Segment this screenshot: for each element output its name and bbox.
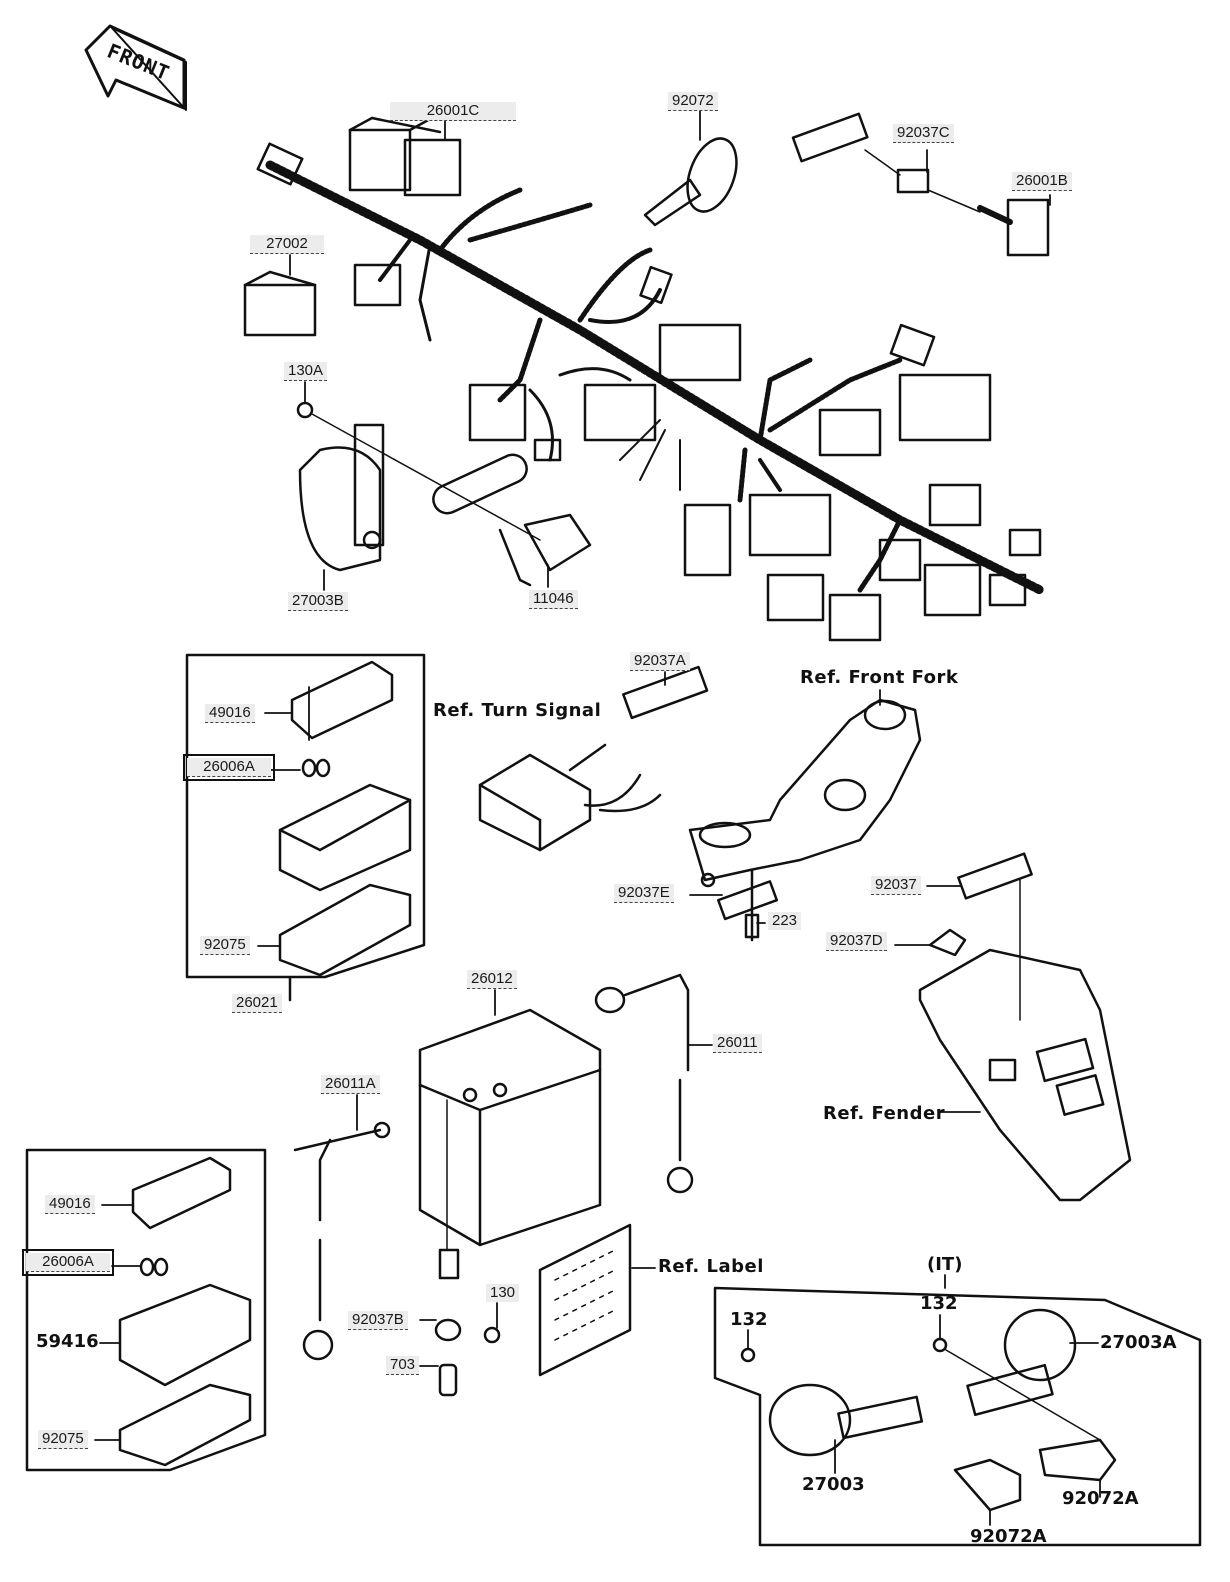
part-label-92037: 92037 — [871, 876, 921, 895]
part-label-27003A: 27003A — [1100, 1332, 1177, 1353]
turn-signal-ref — [478, 665, 709, 852]
part-label-92075-bottom: 92075 — [38, 1430, 88, 1449]
part-label-49016-top: 49016 — [205, 704, 255, 723]
ref-label-fender: Ref. Fender — [823, 1103, 946, 1124]
bracket-11046 — [432, 453, 592, 587]
battery-clamp-hardware — [434, 1248, 501, 1397]
front-direction-indicator: FRONT — [86, 24, 190, 98]
part-label-26012: 26012 — [467, 970, 517, 989]
ref-label-front-fork: Ref. Front Fork — [800, 667, 959, 688]
part-label-27002: 27002 — [250, 235, 324, 254]
relay-27002 — [243, 270, 317, 337]
rear-fender-ref — [918, 852, 1132, 1202]
fuse-box-assembly-26021 — [185, 653, 426, 1002]
ref-label-label: Ref. Label — [658, 1256, 764, 1277]
part-label-26001B: 26001B — [1012, 172, 1072, 191]
part-label-26021: 26021 — [232, 994, 282, 1013]
part-label-92037B: 92037B — [348, 1311, 408, 1330]
part-label-92072: 92072 — [668, 92, 718, 111]
part-label-27003B: 27003B — [288, 592, 348, 611]
main-harness-26001C — [256, 116, 1045, 642]
cable-26011 — [594, 973, 694, 1194]
part-label-49016-bottom: 49016 — [45, 1195, 95, 1214]
part-label-92037A: 92037A — [630, 652, 690, 671]
horn-assembly-IT — [713, 1286, 1202, 1547]
part-label-703: 703 — [386, 1356, 420, 1375]
part-label-132-right: 132 — [920, 1293, 958, 1314]
sub-harness-26001B — [791, 112, 1050, 257]
part-label-11046: 11046 — [529, 590, 578, 609]
fuse-box-assembly-59416 — [25, 1148, 267, 1472]
part-label-26011: 26011 — [713, 1034, 762, 1053]
part-label-92072A-left: 92072A — [970, 1526, 1047, 1547]
part-label-27003: 27003 — [802, 1474, 865, 1495]
part-label-26001C: 26001C — [390, 102, 516, 121]
part-label-223: 223 — [768, 912, 802, 930]
part-label-132-left: 132 — [730, 1309, 768, 1330]
front-fork-bracket-ref — [688, 698, 922, 942]
part-label-92037D: 92037D — [826, 932, 887, 951]
part-label-26006A-bottom: 26006A — [22, 1249, 114, 1276]
part-label-26011A: 26011A — [321, 1075, 380, 1094]
ref-label-turn-signal: Ref. Turn Signal — [433, 700, 602, 721]
leader-lines — [94, 109, 1101, 1526]
part-label-92072A-right: 92072A — [1062, 1488, 1139, 1509]
part-label-26006A-top: 26006A — [183, 754, 275, 781]
front-arrow-icon — [84, 24, 187, 111]
part-label-130A: 130A — [284, 362, 328, 381]
clamp-92072 — [643, 137, 738, 227]
variant-label-IT: (IT) — [927, 1254, 963, 1275]
cable-26011A — [293, 1121, 391, 1361]
label-sheet-ref — [538, 1223, 632, 1377]
horn-27003B — [296, 401, 541, 572]
part-label-92075-top: 92075 — [200, 936, 250, 955]
part-label-92037C: 92037C — [893, 124, 954, 143]
part-label-92037E: 92037E — [614, 884, 674, 903]
part-label-130: 130 — [486, 1284, 520, 1302]
part-label-59416: 59416 — [36, 1331, 99, 1352]
battery-26012 — [418, 1008, 602, 1251]
front-label: FRONT — [103, 38, 174, 86]
